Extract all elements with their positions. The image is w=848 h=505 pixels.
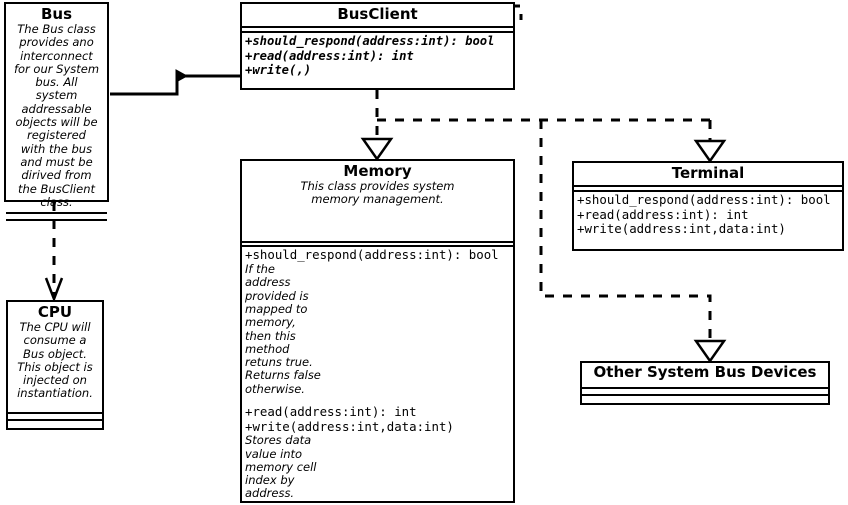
class-header-terminal: Terminal xyxy=(574,163,842,187)
class-header-busclient: BusClient xyxy=(242,4,513,28)
filled-arrowhead-icon xyxy=(175,69,189,83)
operation-signature: +should_respond(address:int): bool xyxy=(245,34,495,48)
class-doc-memory: This class provides system memory manage… xyxy=(300,179,455,207)
class-name-memory: Memory xyxy=(343,162,412,180)
operation-signature: +should_respond(address:int): bool xyxy=(577,192,831,207)
attributes-compartment-memory xyxy=(242,243,513,248)
empty-compartments-bus xyxy=(6,212,107,228)
operation-signature: +should_respond(address:int): bool xyxy=(245,247,499,263)
class-doc-bus: The Bus class provides ano interconnect … xyxy=(13,22,100,209)
operation-signature: +write(address:int,data:int) xyxy=(245,418,454,434)
class-box-cpu[interactable]: CPU The CPU will consume a Bus object. T… xyxy=(6,300,104,430)
class-header-other: Other System Bus Devices xyxy=(582,363,828,384)
attributes-compartment-cpu xyxy=(8,414,102,421)
edge-bus-to-busclient xyxy=(110,69,240,96)
class-box-memory[interactable]: Memory This class provides system memory… xyxy=(240,159,515,503)
operation-signature: +read(address:int): int xyxy=(245,404,417,420)
operation-signature: +write(address:int,data:int) xyxy=(577,221,786,237)
operations-compartment-terminal: +should_respond(address:int): bool +read… xyxy=(574,192,842,249)
attributes-compartment-bus xyxy=(6,214,107,222)
class-box-bus[interactable]: Bus The Bus class provides ano interconn… xyxy=(4,2,109,222)
empty-compartments-other xyxy=(582,387,828,403)
operations-compartment-bus xyxy=(6,221,107,228)
edge-memory-to-busclient xyxy=(360,90,394,162)
hollow-triangle-arrowhead-icon xyxy=(693,139,727,164)
operation-signature: +write(,) xyxy=(245,63,312,78)
class-name-other: Other System Bus Devices xyxy=(593,363,817,381)
operations-compartment-cpu xyxy=(8,421,102,428)
class-doc-cpu: The CPU will consume a Bus object. This … xyxy=(17,320,93,401)
operation-doc: Stores data value into memory cell index… xyxy=(245,433,317,501)
class-header-bus: Bus The Bus class provides ano interconn… xyxy=(6,4,107,212)
edge-terminal-to-busclient xyxy=(693,120,727,164)
operation-signature: +read(address:int): int xyxy=(577,206,749,222)
class-header-cpu: CPU The CPU will consume a Bus object. T… xyxy=(8,302,102,404)
operations-compartment-memory: +should_respond(address:int): bool If th… xyxy=(242,247,513,501)
operations-compartment-other xyxy=(582,396,828,403)
class-box-busclient[interactable]: BusClient +should_respond(address:int): … xyxy=(240,2,515,90)
class-box-other-system-bus-devices[interactable]: Other System Bus Devices xyxy=(580,361,830,405)
class-name-busclient: BusClient xyxy=(337,5,418,23)
class-name-terminal: Terminal xyxy=(671,164,745,182)
class-box-terminal[interactable]: Terminal +should_respond(address:int): b… xyxy=(572,161,844,251)
operation-signature: +read(address:int): int xyxy=(245,48,414,63)
empty-compartments-cpu xyxy=(8,412,102,428)
hollow-triangle-arrowhead-icon xyxy=(693,339,727,364)
attributes-compartment-other xyxy=(582,389,828,396)
attributes-compartment-terminal xyxy=(574,187,842,192)
operations-compartment-busclient: +should_respond(address:int): bool +read… xyxy=(242,33,513,88)
attributes-compartment-busclient xyxy=(242,28,513,33)
open-v-arrowhead-icon xyxy=(44,277,64,303)
operation-doc: If the address provided is mapped to mem… xyxy=(245,262,321,396)
class-header-memory: Memory This class provides system memory… xyxy=(242,161,513,243)
class-name-cpu: CPU xyxy=(37,303,73,321)
hollow-triangle-arrowhead-icon xyxy=(360,137,394,162)
class-name-bus: Bus xyxy=(40,5,73,23)
